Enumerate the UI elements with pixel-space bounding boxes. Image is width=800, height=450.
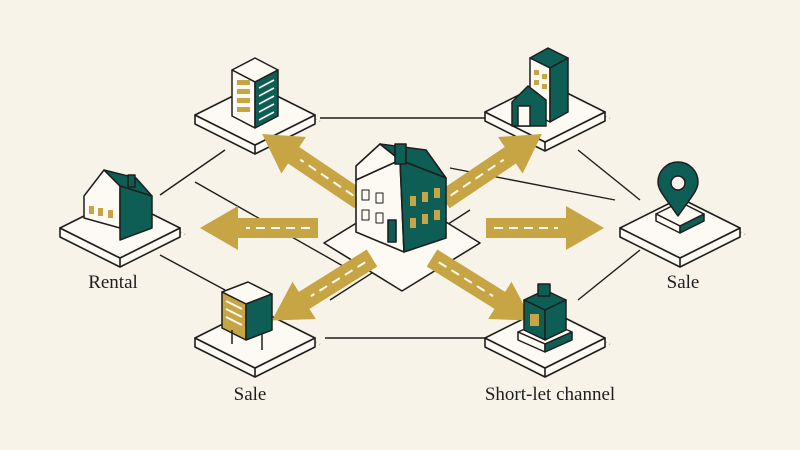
office-building-icon bbox=[231, 57, 279, 129]
label-short-let: Short-let channel bbox=[484, 384, 616, 405]
connector-line bbox=[159, 254, 226, 291]
house-with-tower-icon bbox=[511, 47, 569, 127]
connector-line bbox=[159, 149, 226, 196]
for-sale-sign-icon bbox=[221, 281, 273, 350]
arrow-left bbox=[199, 205, 319, 251]
house-icon bbox=[83, 169, 153, 241]
arrow-right bbox=[485, 205, 605, 251]
label-sale-bottom: Sale bbox=[233, 384, 267, 405]
label-sale-right: Sale bbox=[666, 272, 700, 293]
connector-line bbox=[577, 149, 641, 201]
map-pin-icon bbox=[655, 161, 705, 234]
kiosk-icon bbox=[517, 283, 573, 353]
connector-line bbox=[577, 249, 641, 301]
central-house-icon bbox=[355, 143, 447, 253]
label-rental: Rental bbox=[88, 272, 138, 293]
